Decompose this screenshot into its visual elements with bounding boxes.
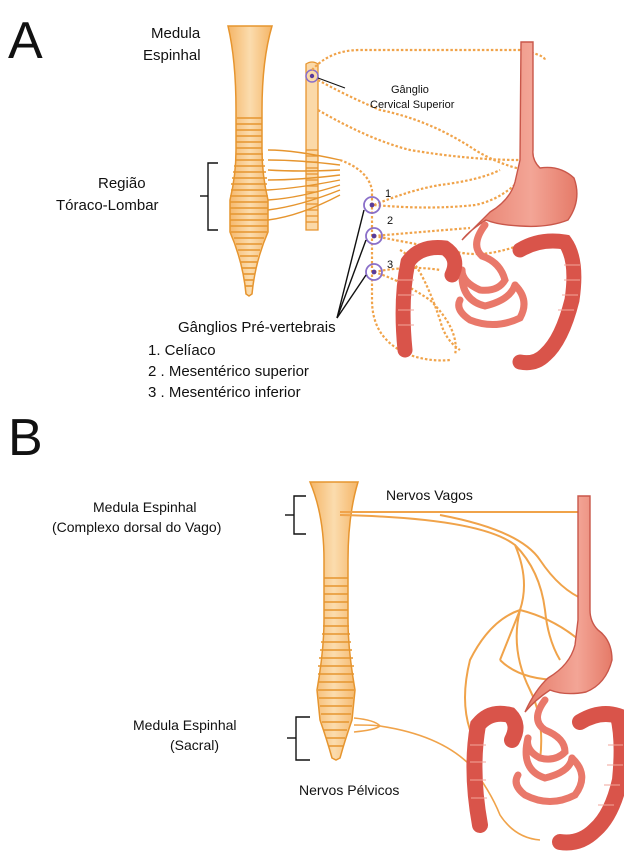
small-intestine-a — [459, 225, 524, 325]
region-label-1: Região — [98, 175, 146, 192]
region-label-2: Tóraco-Lombar — [56, 197, 159, 214]
pelvic-label: Nervos Pélvicos — [299, 782, 399, 798]
sympathetic-chain — [306, 62, 318, 230]
ganglion-label-2: Cervical Superior — [370, 99, 455, 111]
panel-a-letter: A — [8, 12, 43, 70]
spinal-top-label-1: Medula Espinhal — [93, 499, 197, 515]
ganglion-3-number: 3 — [387, 259, 393, 271]
colon-haustra-a — [398, 265, 580, 325]
panel-b-letter: B — [8, 409, 43, 467]
spinal-cord-label-a-2: Espinhal — [143, 47, 201, 64]
spinal-cord-label-a-1: Medula — [151, 25, 201, 42]
vagus-nerves — [340, 512, 590, 760]
prevertebral-item-3: 3 . Mesentérico inferior — [148, 384, 301, 401]
stomach-b — [525, 496, 612, 712]
spinal-sacral-label-1: Medula Espinhal — [133, 717, 237, 733]
spinal-cord-a — [228, 26, 272, 296]
brackets-b — [285, 496, 310, 760]
ganglion-2-number: 2 — [387, 215, 393, 227]
ganglion-1-number: 1 — [385, 188, 391, 200]
spinal-cord-b — [310, 482, 358, 760]
spinal-sacral-label-2: (Sacral) — [170, 737, 219, 753]
stomach-a — [462, 42, 577, 240]
prevertebral-title: Gânglios Pré-vertebrais — [178, 319, 336, 336]
panel-a: A — [8, 12, 580, 401]
small-intestine-b — [516, 700, 582, 802]
rami-a — [268, 150, 340, 220]
spinal-top-label-2: (Complexo dorsal do Vago) — [52, 519, 221, 535]
prevertebral-item-2: 2 . Mesentérico superior — [148, 363, 309, 380]
panel-b: B — [8, 409, 623, 843]
ganglion-label-1: Gânglio — [391, 84, 429, 96]
prevertebral-item-1: 1. Celíaco — [148, 342, 216, 359]
vagus-label: Nervos Vagos — [386, 487, 473, 503]
